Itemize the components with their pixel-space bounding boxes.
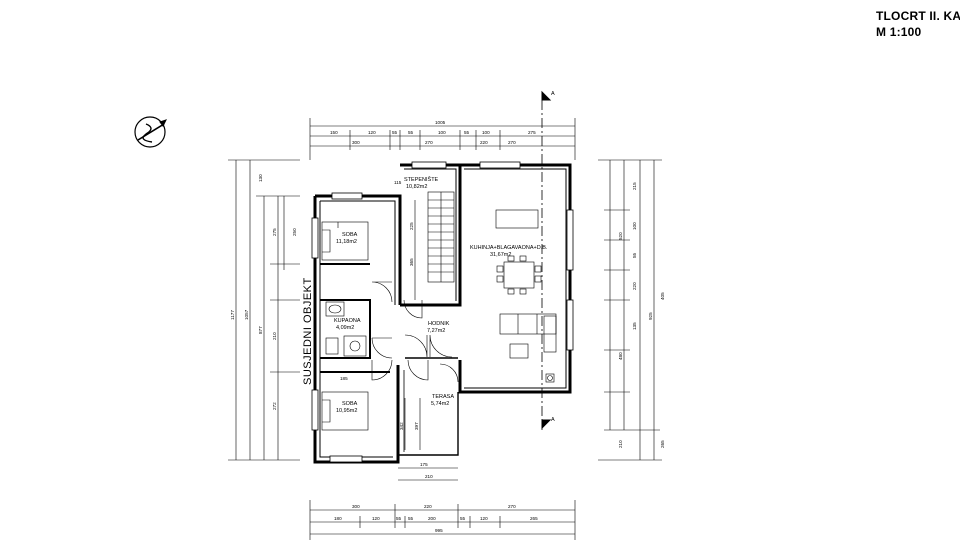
dim-right-total: 925 <box>648 312 653 320</box>
room-area-terrace: 5,74m2 <box>431 401 449 407</box>
room-area-bedroom-2: 10,95m2 <box>336 408 357 414</box>
sheet-title-block: TLOCRT II. KATA M 1:100 <box>876 8 960 40</box>
section-line-a <box>541 90 552 430</box>
dim-bottom-1: 300 <box>352 504 360 509</box>
dimension-lines <box>228 118 662 540</box>
room-name-bathroom: KUPAONA <box>334 318 361 324</box>
section-marker-bottom: A <box>551 417 555 423</box>
dim-bottom-row2-2: 120 <box>372 516 380 521</box>
dim-left-row2-4: 272 <box>272 402 277 410</box>
doors <box>371 281 459 383</box>
room-name-staircase: STEPENIŠTE <box>404 176 439 183</box>
furniture-beds <box>321 221 369 431</box>
room-area-kitchen: 31,67m2 <box>490 252 511 258</box>
room-name-kitchen: KUHINJA+BLAGAVAONA+D.B. <box>470 245 548 251</box>
dim-top-8: 275 <box>528 130 536 135</box>
dim-top-row2-4: 270 <box>508 140 516 145</box>
room-area-hallway: 7,27m2 <box>427 328 445 334</box>
room-name-terrace: TERASA <box>432 394 454 400</box>
dim-bottom-row2-3: 55 <box>396 516 402 521</box>
dim-right-row2-3: 55 <box>632 252 637 258</box>
dim-terrace-3: 342 <box>399 422 404 430</box>
dim-top-row2-3: 220 <box>480 140 488 145</box>
dim-right-row3-1: 405 <box>660 292 665 300</box>
dim-top-4: 55 <box>408 130 414 135</box>
dim-terrace-4: 397 <box>414 422 419 430</box>
dim-terrace-1: 175 <box>420 462 428 467</box>
dim-bottom-row2-7: 120 <box>480 516 488 521</box>
dim-left-row1: 1057 <box>244 309 249 320</box>
dim-bottom-2: 220 <box>424 504 432 509</box>
dim-left-inner: 250 <box>292 228 297 236</box>
dim-right-row1-1: 520 <box>618 232 623 240</box>
dim-top-2: 120 <box>368 130 376 135</box>
dim-right-row2-1: 215 <box>632 182 637 190</box>
dim-bottom-row2-1: 180 <box>334 516 342 521</box>
dim-bottom-total: 995 <box>435 528 443 533</box>
dim-top-1: 150 <box>330 130 338 135</box>
room-name-bedroom-1: SOBA <box>342 232 358 238</box>
dim-right-row2-2: 100 <box>632 222 637 230</box>
exterior-walls <box>313 163 572 464</box>
dim-stair-2: 365 <box>409 258 414 266</box>
dim-left-row2-3: 210 <box>272 332 277 340</box>
dim-terrace-5: 185 <box>340 376 348 381</box>
dim-top-row2-2: 270 <box>425 140 433 145</box>
room-area-staircase: 10,82m2 <box>406 184 427 190</box>
room-area-bathroom: 4,09m2 <box>336 325 354 331</box>
dim-top-total: 1005 <box>435 120 446 125</box>
dim-top-row2-1: 300 <box>352 140 360 145</box>
stairs <box>427 191 455 283</box>
windows <box>311 161 574 463</box>
dim-bottom-row2-6: 55 <box>460 516 466 521</box>
sheet-scale: M 1:100 <box>876 25 922 39</box>
dim-right-row2-5: 135 <box>632 322 637 330</box>
neighbor-building-label: SUSJEDNI OBJEKT <box>302 277 314 385</box>
sheet-title: TLOCRT II. KATA <box>876 9 960 23</box>
dim-bottom-row2-5: 200 <box>428 516 436 521</box>
dim-right-row3-2: 265 <box>660 440 665 448</box>
dim-stair-top: 115 <box>394 180 402 185</box>
dim-right-row1-2: 480 <box>618 352 623 360</box>
room-labels: SOBA 11,18m2 KUPAONA 4,09m2 SOBA 10,95m2… <box>334 176 548 414</box>
dim-left-total: 1177 <box>230 310 235 320</box>
room-area-bedroom-1: 11,18m2 <box>336 239 357 245</box>
dim-stair-1: 225 <box>409 222 414 230</box>
north-arrow-icon <box>134 116 167 148</box>
furniture-kitchen <box>495 209 557 383</box>
dimension-labels: 1005 150 120 55 55 100 55 100 275 300 27… <box>230 120 665 533</box>
dim-top-5: 100 <box>438 130 446 135</box>
dim-terrace-2: 210 <box>425 474 433 479</box>
bathroom-fixtures <box>325 301 367 357</box>
dim-right-row2-4: 220 <box>632 282 637 290</box>
dim-top-3: 55 <box>392 130 398 135</box>
dim-right-row1-3: 210 <box>618 440 623 448</box>
room-name-hallway: HODNIK <box>428 321 450 327</box>
dim-bottom-row2-4: 55 <box>408 516 414 521</box>
dim-bottom-3: 270 <box>508 504 516 509</box>
dim-left-row2-2: 275 <box>272 228 277 236</box>
dim-top-7: 100 <box>482 130 490 135</box>
dim-top-6: 55 <box>464 130 470 135</box>
dim-left-row3: 877 <box>258 326 263 334</box>
room-name-bedroom-2: SOBA <box>342 401 358 407</box>
section-marker-top: A <box>551 91 555 97</box>
dim-left-row2-1: 130 <box>258 174 263 182</box>
dim-bottom-row2-8: 265 <box>530 516 538 521</box>
